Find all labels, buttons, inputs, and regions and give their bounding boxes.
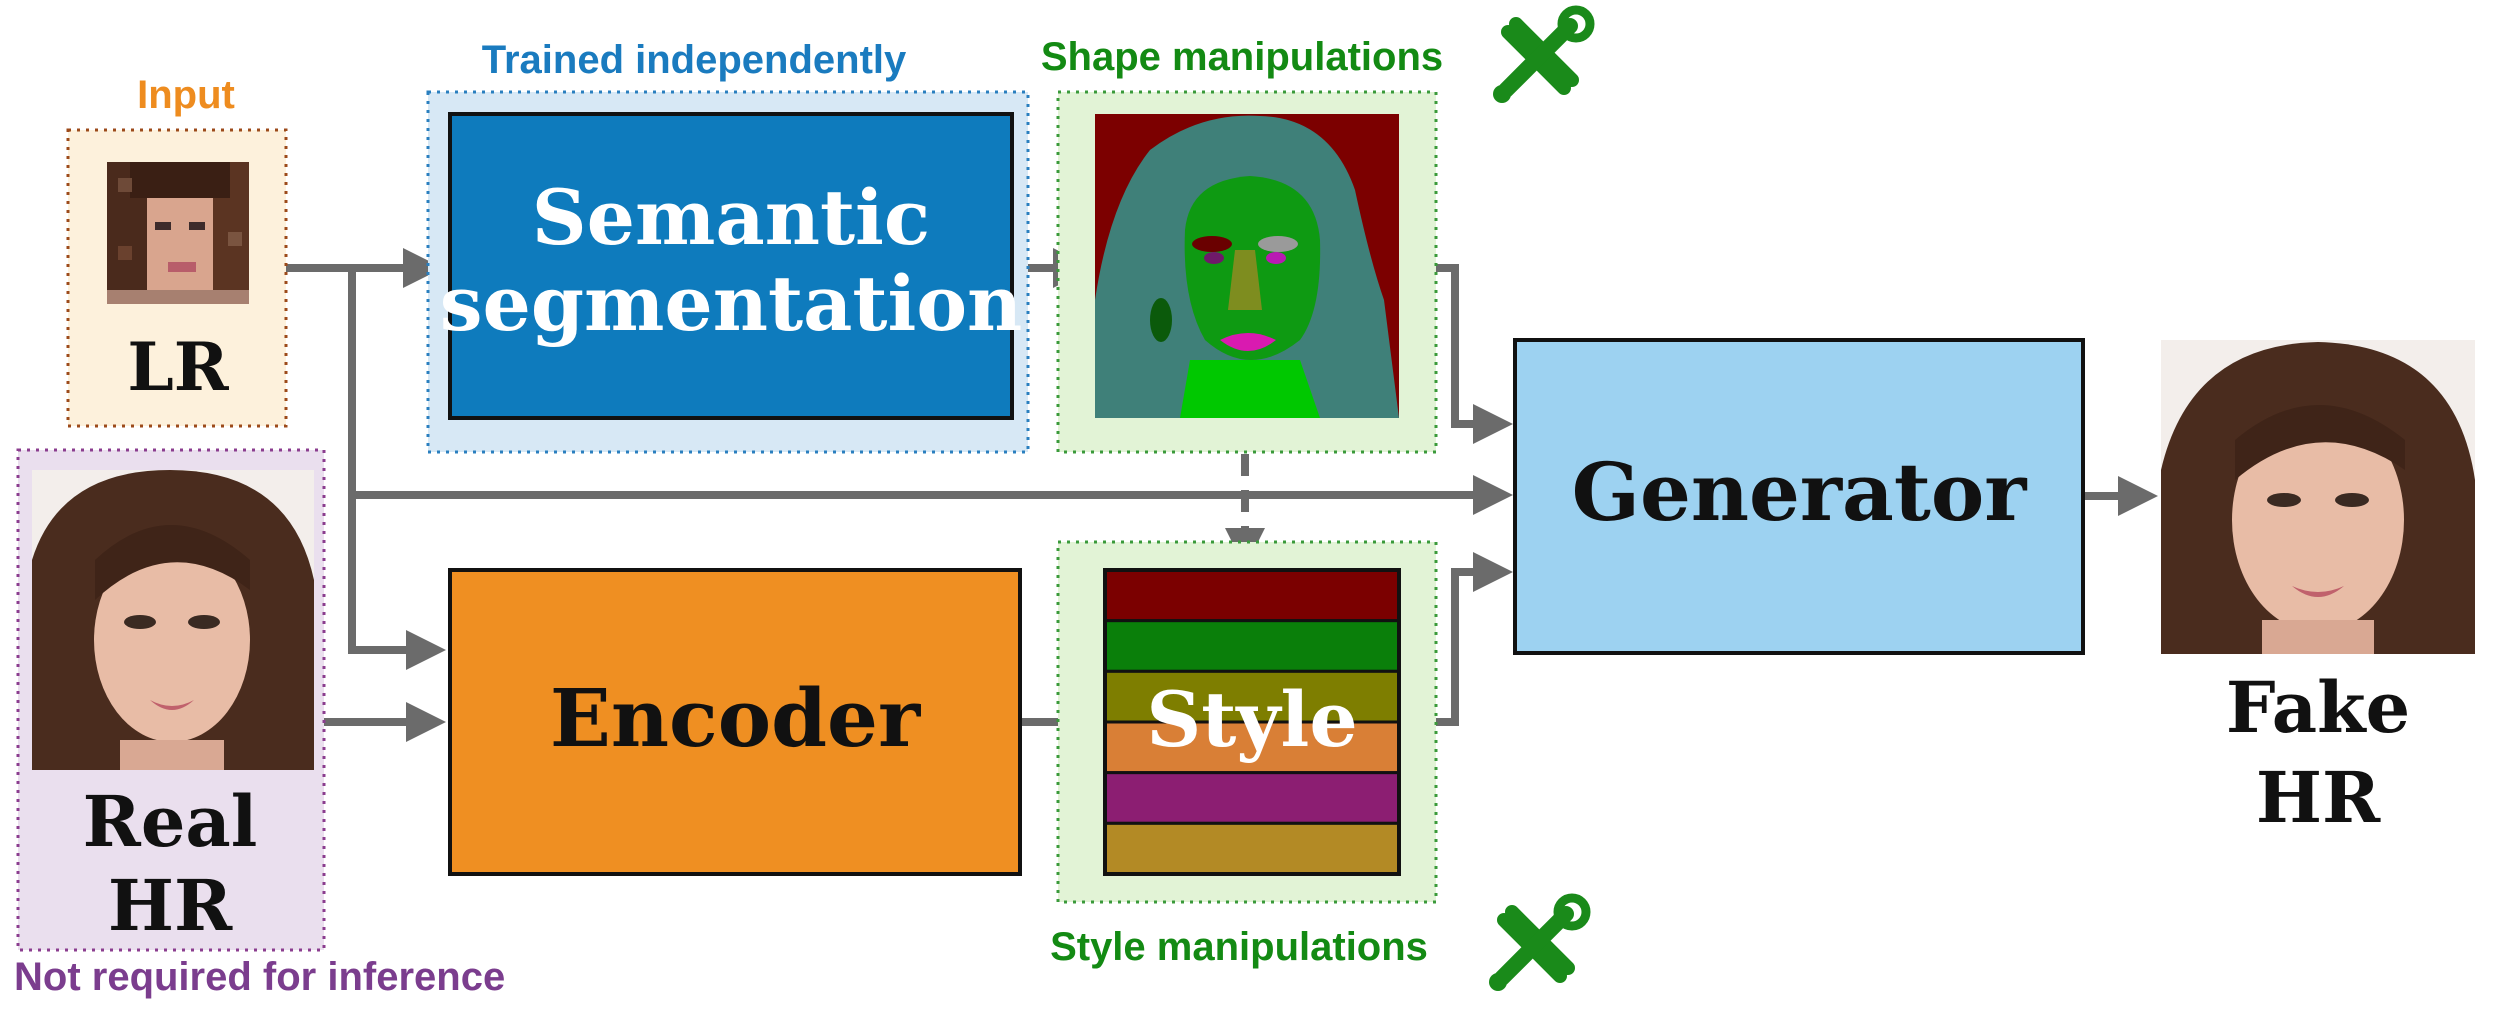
wrench-screwdriver-icon (1489, 893, 1591, 991)
generator-block (1513, 338, 2085, 655)
encoder-block (448, 568, 1022, 876)
style-label: Style (1146, 675, 1357, 764)
trained-independently-label: Trained independently (482, 38, 907, 82)
style-stripe (1103, 771, 1401, 825)
style-stripe (1103, 669, 1401, 724)
generator-label: Generator (1572, 445, 2028, 539)
style-manipulations-label: Style manipulations (1050, 925, 1428, 969)
segmentation-label-line1: Semantic (532, 173, 930, 262)
encoder-label: Encoder (550, 671, 921, 765)
real-hr-label-line1: Real (83, 780, 258, 863)
generator-group: Generator (1513, 338, 2085, 655)
style-stripe (1103, 821, 1401, 876)
shape-manipulation-group: Shape manipulations (1041, 5, 1595, 454)
lr-label: LR (127, 328, 229, 406)
wrench-screwdriver-icon (1493, 5, 1595, 103)
fake-hr-group: Fake HR (2161, 340, 2475, 839)
arrow-lr-to-encoder (348, 268, 446, 670)
fake-hr-label-line1: Fake (2226, 666, 2410, 749)
real-hr-label-line2: HR (108, 864, 233, 947)
style-manipulation-group: Style Style manipulations (1050, 540, 1591, 991)
lr-input-group: Input LR (66, 73, 288, 428)
real-hr-group: Real HR Not required for inference (14, 448, 505, 999)
segmentation-label-line2: segmentation (440, 259, 1023, 348)
shape-manipulations-label: Shape manipulations (1041, 35, 1443, 79)
fake-hr-label-line2: HR (2256, 756, 2381, 839)
not-required-label: Not required for inference (14, 955, 505, 999)
segmentation-map-image (1095, 114, 1399, 418)
encoder-group: Encoder (448, 568, 1022, 876)
style-code-outline (1103, 568, 1401, 876)
semantic-segmentation-block (448, 112, 1014, 420)
segmentation-group: Trained independently Semantic segmentat… (426, 38, 1030, 454)
real-hr-face-image (32, 470, 314, 770)
style-stripe (1103, 568, 1401, 623)
input-label: Input (137, 73, 235, 117)
style-stripe (1103, 619, 1401, 673)
fake-hr-face-image (2161, 340, 2475, 654)
lr-face-image (107, 162, 249, 304)
